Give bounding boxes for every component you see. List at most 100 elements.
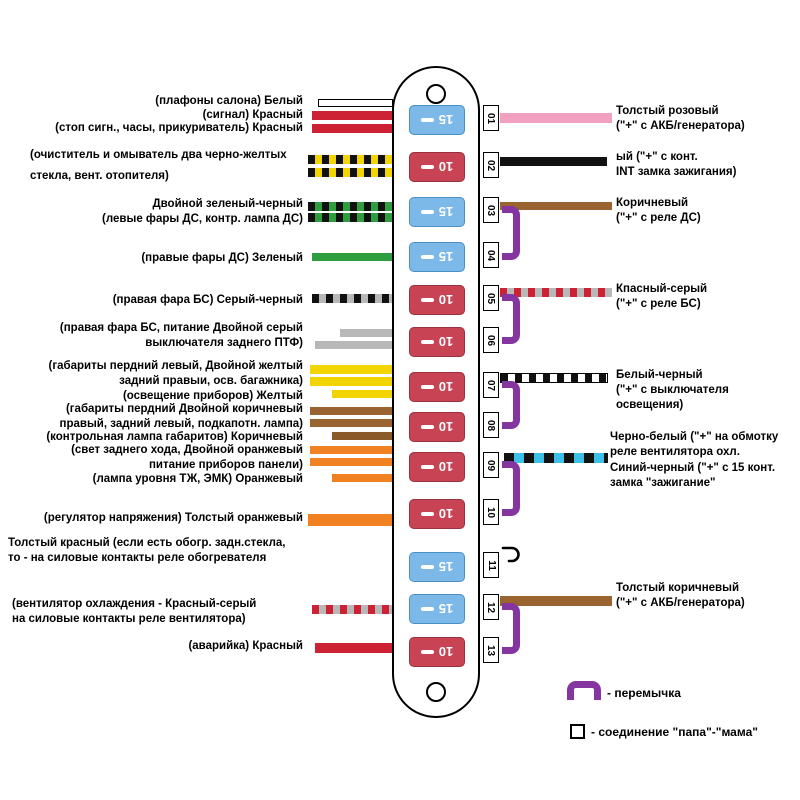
jumper-05-06 <box>502 294 520 344</box>
pin-01: 01 <box>483 105 499 131</box>
fuse-element <box>420 565 434 569</box>
fuse-rating: 10 <box>438 334 454 350</box>
fuse-element <box>420 340 434 344</box>
left-label-4: Двойной зеленый-черный (левые фары ДС, к… <box>102 197 303 227</box>
label-line: (очиститель и омыватель два черно-желтых <box>30 149 287 161</box>
left-label-11: (контрольная лампа габаритов) Коричневый <box>46 430 303 445</box>
label-line: (правая фара БС) Серый-черный <box>112 294 303 306</box>
fuse-11: 15 <box>409 552 465 582</box>
pin-number: 12 <box>485 601 497 613</box>
right-label-7: Толстый коричневый ("+" с АКБ/генератора… <box>616 581 745 611</box>
pin-number: 09 <box>485 459 497 471</box>
jumper-07-08 <box>502 381 520 429</box>
left-label-3: (очиститель и омыватель два черно-желтых… <box>30 148 287 184</box>
label-line: ("+" с выключателя <box>616 384 729 396</box>
pin-number: 08 <box>485 419 497 431</box>
fuse-01: 15 <box>409 105 465 135</box>
fuse-09: 10 <box>409 452 465 482</box>
label-line: замка "зажигание" <box>610 477 716 489</box>
fuse-rating: 10 <box>438 292 454 308</box>
fuse-rating: 15 <box>438 601 454 617</box>
label-line: (освещение приборов) Желтый <box>122 390 303 402</box>
right-wire-red-gray <box>500 288 612 297</box>
left-wire-red-signal <box>312 111 393 120</box>
label-line: ("+" с реле ДС) <box>616 212 701 224</box>
right-label-6: Синий-черный ("+" с 15 конт. замка "зажи… <box>610 461 775 491</box>
left-wire-green-black-2 <box>308 213 393 222</box>
pin-number: 05 <box>485 292 497 304</box>
label-line: INT замка зажигания) <box>616 166 737 178</box>
label-line: (стоп сигн., часы, прикуриватель) Красны… <box>55 122 303 134</box>
left-wire-black-yellow-1 <box>308 155 393 164</box>
fuse-03: 15 <box>409 197 465 227</box>
left-label-1: (сигнал) Красный <box>203 108 303 123</box>
pin-number: 13 <box>485 644 497 656</box>
fuse-element <box>420 255 434 259</box>
label-line: задний правыи, осв. багажника) <box>119 375 303 387</box>
right-wire-blue-black <box>504 453 608 463</box>
jumper-12-13 <box>502 603 520 654</box>
label-line: Двойной зеленый-черный <box>152 198 303 210</box>
fuse-10: 10 <box>409 499 465 529</box>
left-wire-yellow-3 <box>332 390 393 398</box>
fuse-06: 10 <box>409 327 465 357</box>
left-wire-yellow-2 <box>310 377 393 386</box>
connector-legend-icon <box>570 724 585 739</box>
right-label-5: Черно-белый ("+" на обмотку реле вентиля… <box>610 430 778 460</box>
fuse-rating: 10 <box>438 159 454 175</box>
fuse-element <box>420 385 434 389</box>
label-line: Синий-черный ("+" с 15 конт. <box>610 462 776 474</box>
fuse-04: 15 <box>409 242 465 272</box>
label-line: стекла, вент. отопителя) <box>30 170 169 182</box>
left-label-12: (свет заднего хода, Двойной оранжевый пи… <box>71 443 303 473</box>
pin-number: 07 <box>485 379 497 391</box>
fuse-02: 10 <box>409 152 465 182</box>
label-line: правый, задний левый, подкапотн. лампа) <box>59 418 303 430</box>
label-line: Белый-черный <box>616 369 703 381</box>
fuse-element <box>420 298 434 302</box>
label-line: ("+" с АКБ/генератора) <box>616 597 745 609</box>
left-label-5: (правые фары ДС) Зеленый <box>141 251 303 266</box>
pin-02: 02 <box>483 152 499 178</box>
pin-13: 13 <box>483 637 499 663</box>
label-line: (сигнал) Красный <box>202 109 303 121</box>
right-wire-brown-thick <box>500 596 612 606</box>
label-line: Толстый красный (если есть обогр. задн.с… <box>8 537 286 549</box>
label-line: (контрольная лампа габаритов) Коричневый <box>46 431 303 443</box>
label-line: (габариты пердний Двойной коричневый <box>65 403 303 415</box>
legend-jumper-label: - перемычка <box>607 686 681 700</box>
label-line: (аварийка) Красный <box>188 640 303 652</box>
pin-number: 01 <box>485 112 497 124</box>
fuse-rating: 15 <box>438 112 454 128</box>
pin-03: 03 <box>483 197 499 223</box>
fuse-element <box>420 118 434 122</box>
label-line: (правая фара БС, питание Двойной серый <box>59 322 303 334</box>
left-wire-black-yellow-2 <box>308 168 393 177</box>
left-label-9: (освещение приборов) Желтый <box>123 389 303 404</box>
fuse-element <box>420 512 434 516</box>
right-label-4: Белый-черный ("+" с выключателя освещени… <box>616 368 729 413</box>
left-wire-red-gray <box>312 605 393 614</box>
left-wire-brown-3 <box>332 432 393 440</box>
label-line: питание приборов панели) <box>148 459 303 471</box>
pin-07: 07 <box>483 372 499 398</box>
label-line: (левые фары ДС, контр. лампа ДС) <box>102 213 303 225</box>
left-wire-green <box>312 253 393 261</box>
pin-11: 11 <box>483 552 499 578</box>
pin-12: 12 <box>483 594 499 620</box>
pin-number: 03 <box>485 204 497 216</box>
pin-number: 11 <box>485 559 497 571</box>
left-label-7: (правая фара БС, питание Двойной серый в… <box>60 321 303 351</box>
label-line: (регулятор напряжения) Толстый оранжевый <box>43 512 303 524</box>
pin-05: 05 <box>483 285 499 311</box>
fuse-13: 10 <box>409 637 465 667</box>
fuse-element <box>420 165 434 169</box>
fuse-rating: 10 <box>438 506 454 522</box>
label-line: ("+" с АКБ/генератора) <box>616 120 745 132</box>
label-line: (габариты пердний левый, Двойной желтый <box>48 360 303 372</box>
left-wire-white <box>318 99 393 107</box>
fuse-rating: 10 <box>438 644 454 660</box>
fuse-rating: 15 <box>438 249 454 265</box>
pin-number: 02 <box>485 159 497 171</box>
